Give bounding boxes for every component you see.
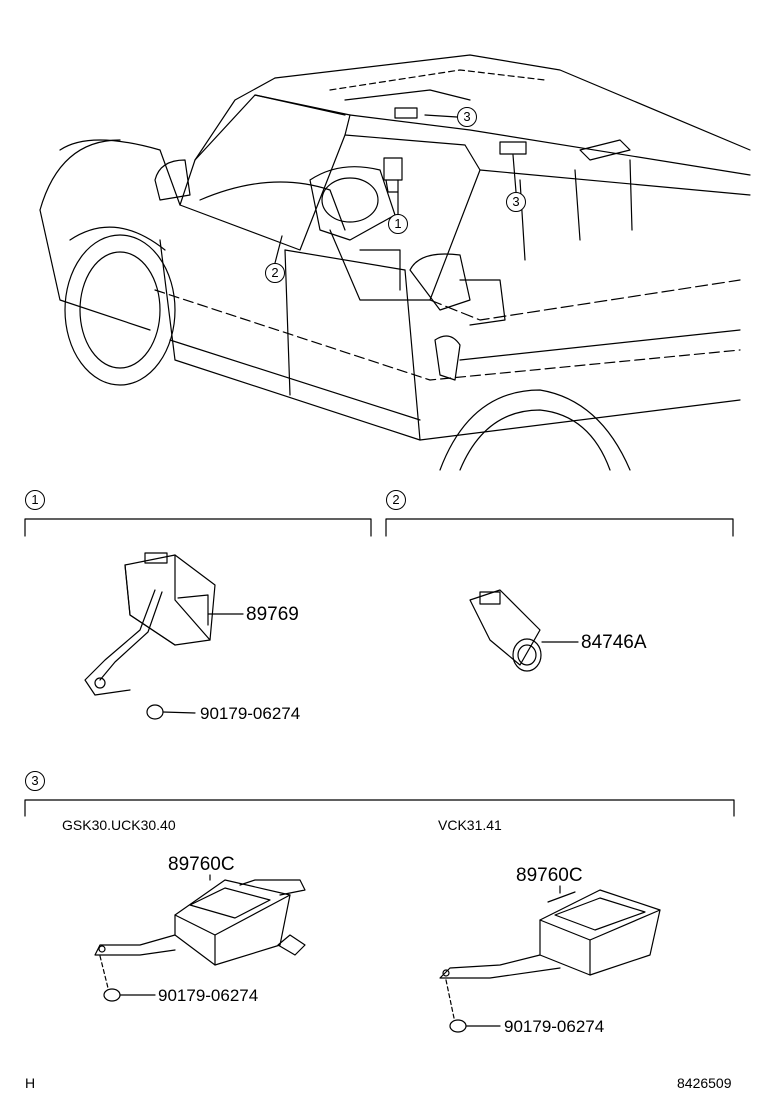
section-3-bracket (24, 799, 735, 817)
part-number-bolt-1: 90179-06274 (200, 704, 301, 723)
section-1-index: 1 (25, 490, 45, 510)
section-1-bracket (24, 518, 372, 537)
section-2-index: 2 (386, 490, 406, 510)
callout-2: 2 (265, 263, 285, 283)
variant-right-label: VCK31.41 (438, 817, 502, 833)
callout-3-right: 3 (506, 192, 526, 212)
callout-3-top: 3 (457, 107, 477, 127)
section-3-index: 3 (25, 771, 45, 791)
leader-bolt-left-axis (99, 955, 109, 989)
part-89769-drawing (84, 552, 216, 696)
bolt-right-drawing (449, 1019, 467, 1033)
part-89760C-left-drawing (94, 879, 306, 966)
footer-drawing-number: 8426509 (677, 1075, 732, 1091)
variant-left-label: GSK30.UCK30.40 (62, 817, 176, 833)
section-2-bracket (385, 518, 734, 537)
part-number-84746A: 84746A (581, 632, 647, 653)
part-89760C-right-drawing (439, 889, 661, 979)
part-number-89760C-right: 89760C (516, 865, 583, 886)
bolt-1-drawing (146, 704, 196, 720)
part-number-89769: 89769 (246, 604, 299, 625)
part-number-bolt-left: 90179-06274 (158, 986, 259, 1005)
callout-1: 1 (388, 214, 408, 234)
part-number-89760C-left: 89760C (168, 854, 235, 875)
leader-bolt-right-axis (445, 979, 455, 1019)
vehicle-illustration (39, 54, 751, 471)
footer-left-code: H (25, 1075, 36, 1091)
bolt-left-drawing (103, 988, 121, 1002)
part-84746A-drawing (469, 589, 542, 672)
part-number-bolt-right: 90179-06274 (504, 1017, 605, 1036)
